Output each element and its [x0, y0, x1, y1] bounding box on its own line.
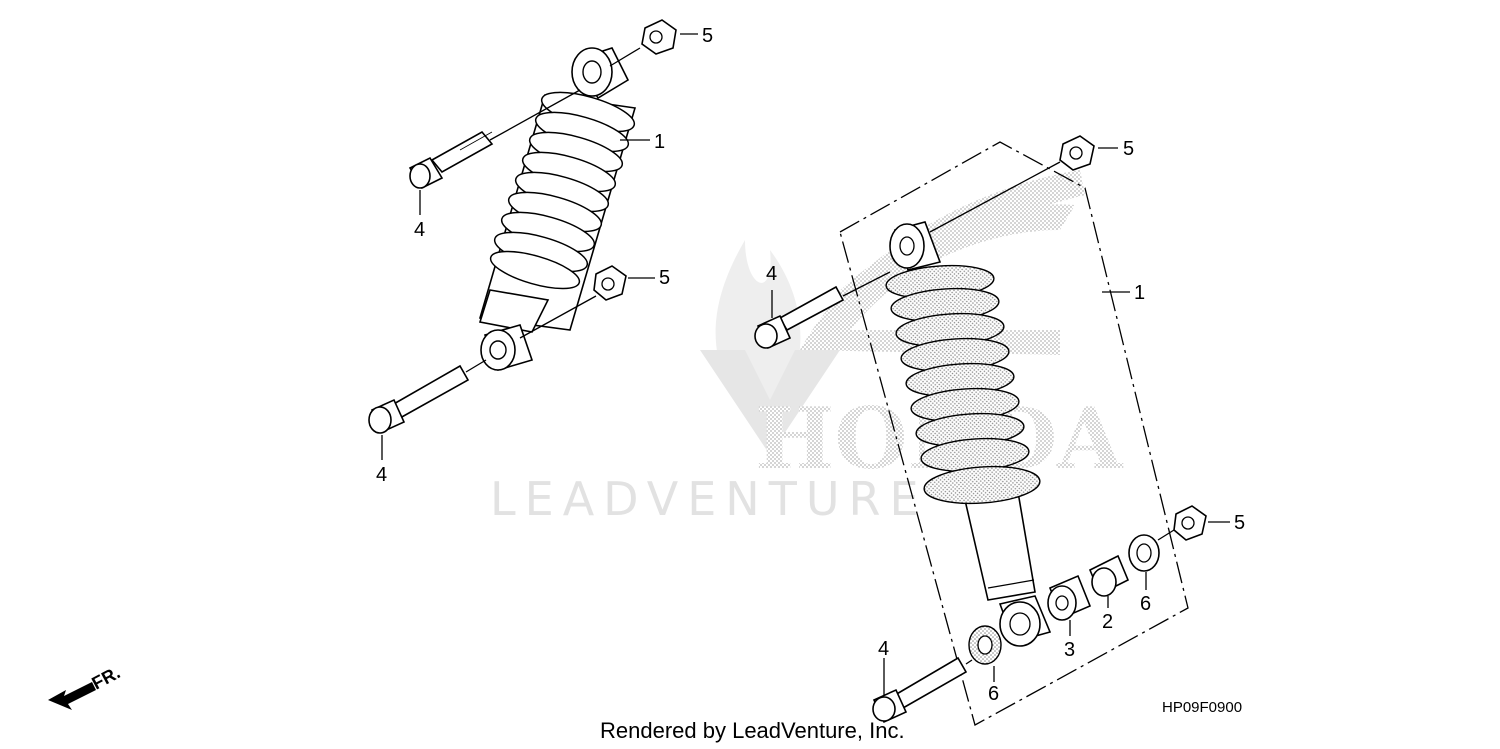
callout-right-upper-bolt: 4 [766, 263, 777, 285]
callout-left-lower-nut: 5 [659, 267, 670, 289]
right-leader-lines [771, 147, 1230, 695]
callout-lower-seal: 6 [988, 683, 999, 705]
right-seal [1128, 534, 1160, 572]
right-side-nut [1173, 505, 1207, 541]
callout-right-side-nut: 5 [1234, 512, 1245, 534]
callout-left-shock: 1 [654, 131, 665, 153]
callout-bushing: 3 [1064, 639, 1075, 661]
callout-collar: 2 [1102, 611, 1113, 633]
callout-lower-bolt: 4 [878, 638, 889, 660]
bushing [1047, 574, 1092, 621]
front-direction-indicator: FR. [48, 662, 123, 710]
callout-left-upper-bolt: 4 [414, 219, 425, 241]
right-top-nut [1059, 135, 1095, 171]
collar [1088, 554, 1130, 597]
left-leader-lines [381, 33, 698, 460]
callout-right-top-nut: 5 [1123, 138, 1134, 160]
callout-right-seal: 6 [1140, 593, 1151, 615]
rendered-by-footer: Rendered by LeadVenture, Inc. [600, 718, 905, 743]
callout-left-top-nut: 5 [702, 25, 713, 47]
left-lower-nut [593, 265, 627, 301]
right-shock-absorber [885, 221, 1052, 647]
lower-seal [968, 625, 1002, 665]
leadventure-watermark-text: LEADVENTURE [490, 472, 928, 526]
left-upper-bolt [408, 130, 494, 190]
lower-bolt [872, 656, 968, 724]
callout-right-shock: 1 [1134, 282, 1145, 304]
left-lower-bolt [368, 364, 470, 434]
left-top-nut [641, 19, 677, 55]
left-shock-absorber [478, 47, 637, 371]
right-upper-bolt [754, 285, 845, 350]
assembly-boundary-box [839, 141, 1189, 726]
callout-left-lower-bolt: 4 [376, 464, 387, 486]
diagram-code: HP09F0900 [1162, 699, 1242, 716]
